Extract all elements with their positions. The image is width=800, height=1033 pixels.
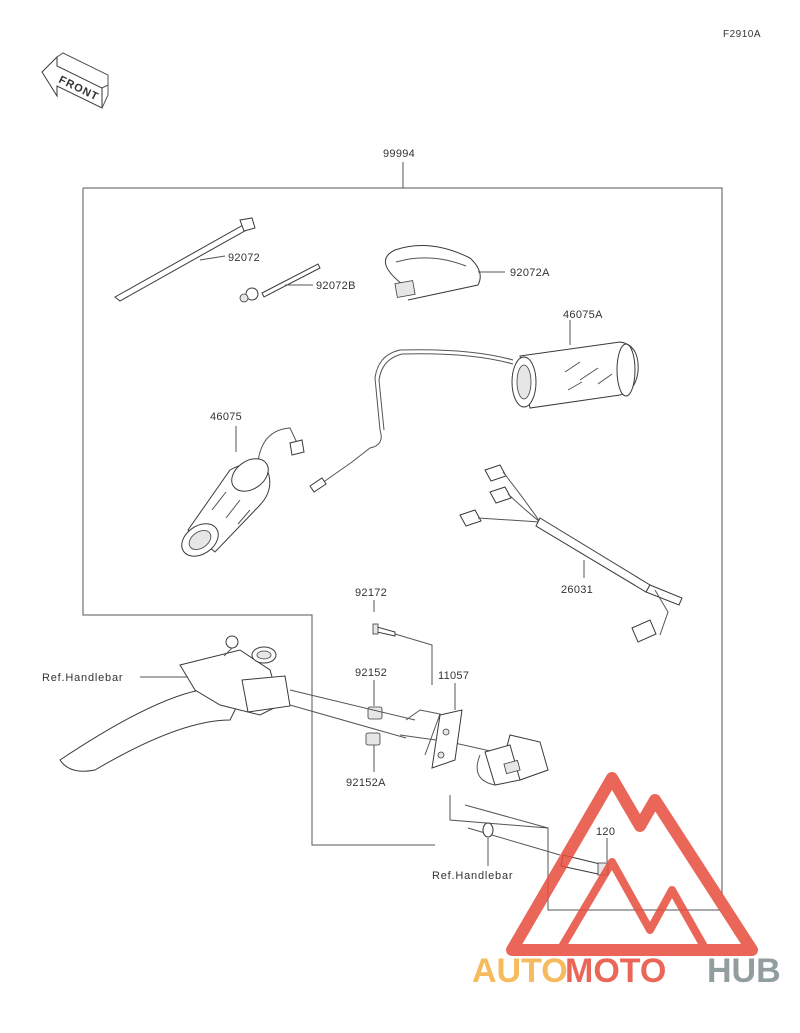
mounting-bracket	[431, 683, 463, 769]
label-92152: 92152	[355, 667, 387, 679]
ref-handlebar-right: Ref.Handlebar	[432, 870, 513, 882]
label-92072B: 92072B	[316, 280, 356, 292]
clutch-lever-assembly	[59, 635, 291, 772]
label-120: 120	[596, 826, 615, 838]
screw	[372, 600, 433, 685]
cable-band-loop	[385, 245, 505, 301]
ref-handlebar-left: Ref.Handlebar	[42, 672, 123, 684]
cable-tie-mount	[239, 263, 321, 303]
spacers	[365, 680, 383, 772]
label-46075: 46075	[210, 411, 242, 423]
cable-tie-long	[114, 217, 256, 302]
label-92172: 92172	[355, 587, 387, 599]
heater-switch	[476, 734, 549, 786]
label-26031: 26031	[561, 584, 593, 596]
label-92152A: 92152A	[346, 777, 386, 789]
watermark-moto: MOTO	[565, 952, 666, 990]
watermark-auto: AUTO	[472, 952, 568, 990]
grip-heater-right	[309, 320, 639, 493]
wiring-harness	[459, 464, 683, 643]
label-92072A: 92072A	[510, 267, 550, 279]
watermark-logo: AUTO MOTO HUB	[472, 772, 781, 990]
label-11057: 11057	[438, 670, 469, 682]
lower-mount	[449, 795, 720, 911]
figure-code: F2910A	[723, 29, 761, 40]
grip-heater-left	[181, 426, 305, 557]
assembly-frame	[82, 162, 723, 895]
watermark-hub: HUB	[707, 952, 781, 990]
front-arrow-icon: FRONT	[41, 52, 109, 109]
label-92072: 92072	[228, 252, 260, 264]
assembly-number: 99994	[383, 148, 415, 160]
label-46075A: 46075A	[563, 309, 603, 321]
